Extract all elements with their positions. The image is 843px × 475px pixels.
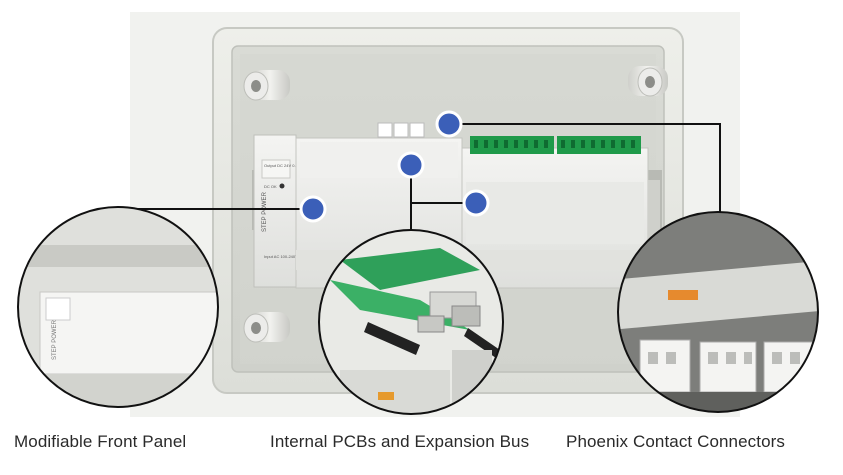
caption-front-panel: Modifiable Front Panel (14, 432, 187, 451)
zoom-circle-connectors (617, 211, 819, 413)
zoom-psu-brand-text: STEP POWER (52, 319, 58, 360)
caption-phoenix-connectors: Phoenix Contact Connectors (566, 432, 786, 451)
callout-dot-pcbs (397, 151, 425, 179)
psu-brand-text: STEP POWER (262, 191, 268, 232)
psu-output-text: Output DC 24V 0.5A (264, 163, 301, 168)
power-supply-module: STEP POWER Output DC 24V 0.5A DC OK Inpu… (253, 134, 301, 288)
callout-dot-expansion-bus (462, 189, 490, 217)
zoom-circle-pcbs (318, 229, 504, 415)
caption-pcbs-expansion-bus: Internal PCBs and Expansion Bus (270, 432, 530, 451)
callout-dot-connectors (435, 110, 463, 138)
callout-dot-front-panel (299, 195, 327, 223)
mounting-post-top-right (628, 66, 668, 97)
mounting-post-top-left (243, 70, 290, 101)
mounting-post-bottom-left (243, 312, 290, 343)
psu-dc-ok-text: DC OK (264, 184, 277, 189)
ethernet-connectors (377, 122, 425, 138)
green-terminal-blocks (470, 136, 641, 154)
psu-input-text: Input AC 100-240V (264, 254, 298, 259)
callout-dots (299, 110, 490, 223)
